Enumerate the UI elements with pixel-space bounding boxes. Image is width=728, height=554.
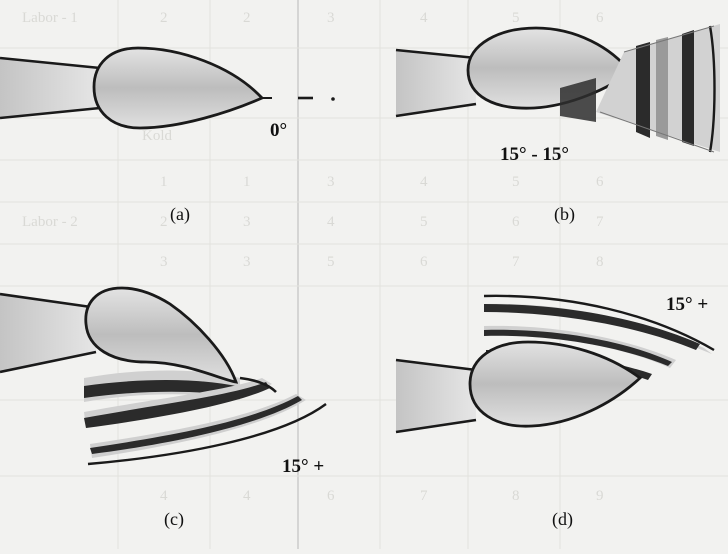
bg-cell: 7: [512, 254, 520, 270]
bg-cell: 4: [243, 488, 251, 504]
bg-cell: 9: [596, 488, 604, 504]
bg-cell: 1: [243, 174, 251, 190]
bg-cell: 3: [327, 10, 335, 26]
bg-cell: 4: [160, 488, 168, 504]
bg-cell: 7: [596, 214, 604, 230]
angle-label-b: 15° - 15°: [500, 144, 569, 165]
airfoil-body-d: [470, 342, 640, 426]
bg-cell: 3: [160, 254, 168, 270]
bg-cell: Kold: [142, 128, 173, 144]
airfoil-tail-a: [0, 58, 100, 118]
angle-label-d: 15° +: [666, 294, 708, 315]
bg-cell: 6: [596, 174, 604, 190]
airfoil-body-c: [86, 288, 236, 382]
bg-cell: 4: [327, 214, 335, 230]
bg-cell: 6: [512, 214, 520, 230]
bg-cell: 1: [160, 174, 168, 190]
bg-cell: 5: [327, 254, 335, 270]
bg-cell: 3: [327, 174, 335, 190]
panel-label-c: (c): [164, 509, 184, 530]
bg-cell: 7: [420, 488, 428, 504]
wake-dot-a: [331, 97, 335, 101]
bg-cell: 5: [512, 174, 520, 190]
bg-cell: 8: [596, 254, 604, 270]
airfoil-body-a: [94, 48, 262, 128]
bg-cell: 3: [243, 254, 251, 270]
bg-cell: 4: [420, 174, 428, 190]
panel-d: 15° + (d): [396, 294, 714, 530]
angle-label-c: 15° +: [282, 456, 324, 477]
panel-label-b: (b): [554, 204, 575, 225]
bg-cell: 5: [512, 10, 520, 26]
angle-label-a: 0°: [270, 120, 287, 141]
bg-cell: 5: [420, 214, 428, 230]
bg-cell: Labor - 1: [22, 10, 78, 26]
airfoil-tail-b: [396, 50, 476, 116]
bg-cell: 2: [243, 10, 251, 26]
bg-cell: 3: [243, 214, 251, 230]
panel-label-d: (d): [552, 509, 573, 530]
airfoil-tail-c: [0, 294, 98, 372]
bg-cell: 6: [420, 254, 428, 270]
panel-b: 15° - 15° (b): [396, 24, 720, 225]
bg-cell: 8: [512, 488, 520, 504]
bg-cell: 4: [420, 10, 428, 26]
wake-arcs-c: [84, 371, 326, 465]
bg-cell: 6: [596, 10, 604, 26]
bg-cell: 2: [160, 10, 168, 26]
bg-cell: 2: [160, 214, 168, 230]
panel-label-a: (a): [170, 204, 190, 225]
airfoil-tail-d: [396, 360, 476, 432]
bg-cell: Labor - 2: [22, 214, 78, 230]
bg-cell: 6: [327, 488, 335, 504]
